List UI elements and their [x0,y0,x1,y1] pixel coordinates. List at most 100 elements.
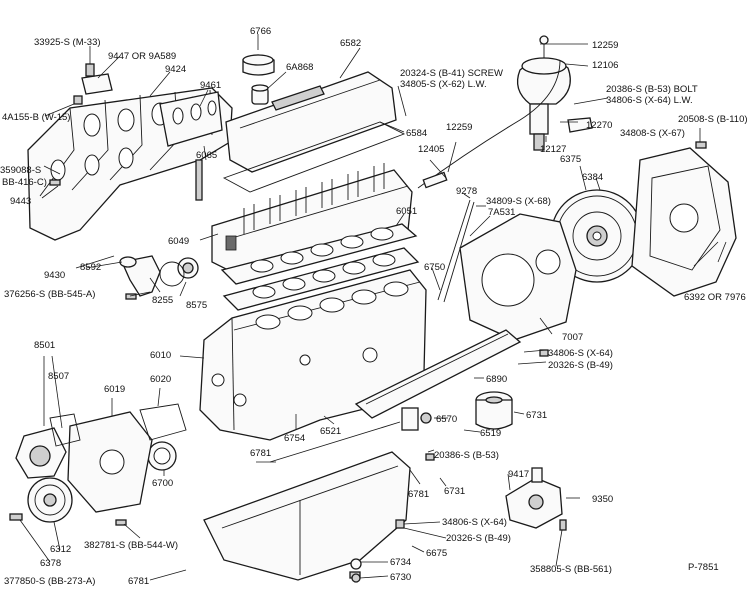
label-12127: 12127 [540,144,566,155]
label-9350: 9350 [592,494,613,505]
label-6010: 6010 [150,350,171,361]
engine-rear-plate [459,213,577,341]
label-359088: 359088-S [0,165,41,176]
front-cover-gasket [139,403,187,441]
spark-plug [422,171,448,189]
label-20386-bolt: 20386-S (B-53) BOLT [606,84,698,95]
label-6750: 6750 [424,262,445,273]
fuel-pump [505,467,563,529]
label-6392: 6392 OR 7976 [684,292,746,303]
label-6731-filter: 6731 [526,410,547,421]
label-9424: 9424 [165,64,186,75]
label-6051: 6051 [396,206,417,217]
oil-filter [475,391,513,430]
label-8592: 8592 [80,262,101,273]
distributor [516,35,571,151]
label-6781-pan: 6781 [128,576,149,587]
label-9461: 9461 [200,80,221,91]
label-8575: 8575 [186,300,207,311]
label-6019: 6019 [104,384,125,395]
label-6890: 6890 [486,374,507,385]
label-6378: 6378 [40,558,61,569]
label-9278: 9278 [456,186,477,197]
bell-housing [631,147,737,297]
dipstick-tube [443,201,475,303]
oil-filler-cap [242,54,275,76]
label-6375: 6375 [560,154,581,165]
label-6766: 6766 [250,26,271,37]
label-8507: 8507 [48,371,69,382]
label-12259-plug: 12259 [446,122,472,133]
label-6781-seal: 6781 [408,489,429,500]
label-bb416: BB-416-C) [2,177,47,188]
rocker-cover [225,71,397,173]
label-6384: 6384 [582,172,603,183]
thermostat [177,257,199,279]
label-12106: 12106 [592,60,618,71]
ignition-lead [417,59,561,189]
crankshaft-damper [27,477,73,523]
label-8255: 8255 [152,295,173,306]
label-6781-gasket: 6781 [250,448,271,459]
label-20324: 20324-S (B-41) SCREW [400,68,503,79]
label-6020: 6020 [150,374,171,385]
side-cover-gasket [354,329,522,419]
oil-dipstick [437,199,471,301]
label-20326-lower: 20326-S (B-49) [446,533,511,544]
callout-labels: 33925-S (M-33) 9447 OR 9A589 9424 4A155-… [0,26,748,587]
label-6754: 6754 [284,433,305,444]
label-34809: 34809-S (X-68) [486,196,551,207]
label-33925: 33925-S (M-33) [34,37,101,48]
label-382781: 382781-S (BB-544-W) [84,540,178,551]
label-8501: 8501 [34,340,55,351]
oil-pan-gasket [269,421,401,463]
label-6a868: 6A868 [286,62,313,73]
label-358805: 358805-S (BB-561) [530,564,612,575]
rocker-cover-gasket [222,121,406,193]
label-20386-lower: 20386-S (B-53) [434,450,499,461]
water-outlet [119,255,161,297]
label-7a531: 7A531 [488,207,515,218]
water-pump [15,427,67,479]
front-seal [147,441,177,471]
label-6730: 6730 [390,572,411,583]
oil-pan [203,451,411,581]
head-gasket [220,223,418,285]
leader-lines [19,34,727,581]
oil-pump [401,407,432,431]
label-6584: 6584 [406,128,427,139]
label-34806-x64-upper: 34806-S (X-64) [548,348,613,359]
label-9430: 9430 [44,270,65,281]
label-6521: 6521 [320,426,341,437]
label-6519: 6519 [480,428,501,439]
label-6731-pump: 6731 [444,486,465,497]
label-6065: 6065 [196,150,217,161]
manifold-gasket [159,91,223,147]
bolt-group [9,95,707,579]
block-deck-gasket [222,247,420,311]
figure-id: P-7851 [688,562,719,573]
thermostat-gasket [159,261,185,287]
label-6582: 6582 [340,38,361,49]
rocker-vent [251,84,269,105]
cylinder-head [211,163,413,273]
label-6675: 6675 [426,548,447,559]
label-6049: 6049 [168,236,189,247]
label-34808: 34808-S (X-67) [620,128,685,139]
label-6700: 6700 [152,478,173,489]
drain-plug [350,558,362,583]
label-9447: 9447 OR 9A589 [108,51,176,62]
label-9443: 9443 [10,196,31,207]
label-9417: 9417 [508,469,529,480]
label-34805: 34805-S (X-62) L.W. [400,79,487,90]
label-20326-upper: 20326-S (B-49) [548,360,613,371]
label-12405: 12405 [418,144,444,155]
label-12259-distributor: 12259 [592,40,618,51]
label-6570: 6570 [436,414,457,425]
distributor-clamp [567,117,593,133]
label-12270: 12270 [586,120,612,131]
label-7007: 7007 [562,332,583,343]
label-20508: 20508-S (B-110) [678,114,748,125]
